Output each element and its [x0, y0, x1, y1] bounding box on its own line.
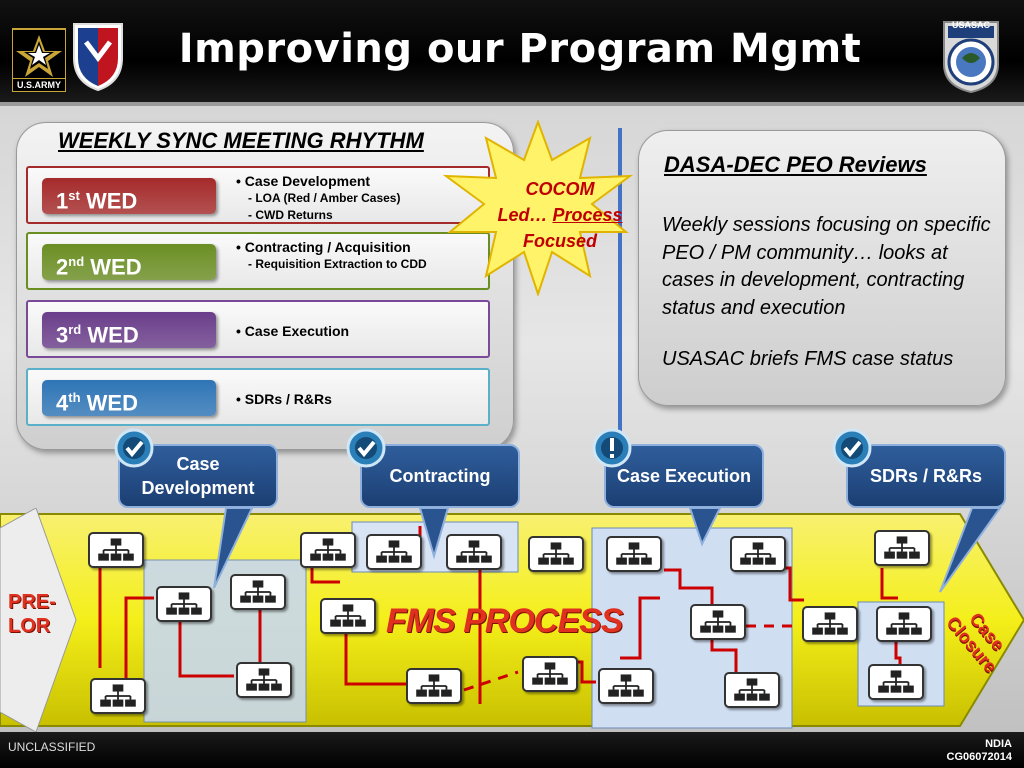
- week-subitem: - CWD Returns: [248, 208, 333, 222]
- week-label: WED: [87, 322, 139, 348]
- org-chart-icon: [156, 586, 212, 622]
- org-chart-icon: [88, 532, 144, 568]
- week-description: • Case Execution: [236, 322, 349, 340]
- week-badge: 2nd WED: [42, 244, 216, 280]
- week-num: 2: [56, 254, 69, 280]
- week-item: • Case Execution: [236, 323, 350, 339]
- week-description: • Case Development - LOA (Red / Amber Cas…: [236, 172, 400, 224]
- fms-process-label: FMS PROCESS: [386, 602, 623, 640]
- footer-org-name: NDIA: [985, 738, 1012, 750]
- cocom-line2b: Process: [552, 205, 623, 225]
- org-chart-icon: [230, 574, 286, 610]
- week-row: 3rd WED • Case Execution: [26, 300, 490, 358]
- week-label: WED: [90, 254, 142, 280]
- week-item-text: SDRs / R&Rs: [244, 391, 332, 407]
- check-icon: [832, 428, 872, 468]
- case-development-callout[interactable]: Case Development: [118, 444, 278, 508]
- rhythm-title: WEEKLY SYNC MEETING RHYTHM: [58, 128, 424, 153]
- check-icon: [346, 428, 386, 468]
- contracting-callout-text: Contracting: [389, 466, 491, 486]
- org-chart-icon: [606, 536, 662, 572]
- exclamation-icon: [592, 428, 632, 468]
- case-execution-callout[interactable]: Case Execution: [604, 444, 764, 508]
- org-chart-icon: [690, 604, 746, 640]
- usasac-seal-label: USASAC: [951, 20, 990, 30]
- army-logo-text: U.S.ARMY: [12, 78, 66, 92]
- week-badge: 1st WED: [42, 178, 216, 214]
- week-item-text: Case Development: [244, 173, 371, 189]
- org-chart-icon: [90, 678, 146, 714]
- org-chart-icon: [876, 606, 932, 642]
- connector-line: [618, 128, 622, 454]
- org-chart-icon: [236, 662, 292, 698]
- peo-body: Weekly sessions focusing on specific PEO…: [662, 214, 991, 319]
- week-item: • Case Development: [236, 173, 371, 189]
- org-chart-icon: [300, 532, 356, 568]
- org-chart-icon: [730, 536, 786, 572]
- case-development-callout-text: Case Development: [141, 454, 255, 498]
- week-suffix: th: [68, 390, 81, 405]
- contracting-callout[interactable]: Contracting: [360, 444, 520, 508]
- week-row: 2nd WED • Contracting / Acquisition - Requ…: [26, 232, 490, 290]
- classification-label: UNCLASSIFIED: [8, 740, 96, 754]
- week-num: 3: [56, 322, 69, 348]
- header-bar: [0, 0, 1024, 106]
- usasac-seal-icon: [943, 21, 999, 94]
- cocom-starburst: [442, 120, 634, 296]
- week-row: 4th WED • SDRs / R&Rs: [26, 368, 490, 426]
- org-chart-icon: [868, 664, 924, 700]
- org-chart-icon: [802, 606, 858, 642]
- peo-title: DASA-DEC PEO Reviews: [664, 152, 927, 177]
- check-icon: [114, 428, 154, 468]
- week-label: WED: [86, 390, 138, 416]
- week-badge: 3rd WED: [42, 312, 216, 348]
- week-badge: 4th WED: [42, 380, 216, 416]
- army-star-logo: [12, 28, 66, 86]
- pre-lor-label: PRE- LOR: [8, 590, 56, 638]
- week-suffix: nd: [68, 254, 85, 269]
- cocom-line2: Led… Process: [470, 202, 650, 228]
- week-item-text: Case Execution: [244, 323, 350, 339]
- peo-panel: [638, 130, 1006, 406]
- week-num: 4: [56, 390, 69, 416]
- pre-lor-line1: PRE-: [8, 591, 56, 613]
- week-label: WED: [85, 188, 138, 214]
- org-chart-icon: [522, 656, 578, 692]
- week-description: • SDRs / R&Rs: [236, 390, 332, 408]
- footer-org-code: CG06072014: [946, 751, 1012, 763]
- week-subitem: - LOA (Red / Amber Cases): [248, 191, 401, 205]
- org-chart-icon: [366, 534, 422, 570]
- pre-lor-line2: LOR: [8, 615, 51, 637]
- week-suffix: st: [68, 188, 80, 203]
- week-subitem: - Requisition Extraction to CDD: [248, 257, 427, 271]
- org-chart-icon: [446, 534, 502, 570]
- peo-brief: USASAC briefs FMS case status: [662, 348, 954, 370]
- cocom-line2a: Led…: [497, 205, 553, 225]
- sdrs-callout[interactable]: SDRs / R&Rs: [846, 444, 1006, 508]
- footer-bar: [0, 732, 1024, 768]
- sdrs-callout-text: SDRs / R&Rs: [869, 466, 983, 486]
- org-chart-icon: [406, 668, 462, 704]
- case-execution-callout-text: Case Execution: [616, 466, 752, 486]
- org-chart-icon: [724, 672, 780, 708]
- org-chart-icon: [528, 536, 584, 572]
- footer-org: NDIA CG06072014: [947, 738, 1012, 764]
- week-suffix: rd: [68, 322, 82, 337]
- cocom-callout: COCOM Led… Process Focused: [470, 176, 650, 254]
- week-num: 1: [56, 188, 69, 214]
- week-description: • Contracting / Acquisition - Requisition…: [236, 238, 427, 273]
- org-chart-icon: [598, 668, 654, 704]
- week-item-text: Contracting / Acquisition: [244, 239, 411, 255]
- cocom-line1: COCOM: [525, 179, 595, 199]
- week-item: • Contracting / Acquisition: [236, 239, 411, 255]
- amc-shield-icon: [73, 23, 123, 92]
- week-row: 1st WED • Case Development - LOA (Red / Am…: [26, 166, 490, 224]
- week-item: • SDRs / R&Rs: [236, 391, 332, 407]
- org-chart-icon: [320, 598, 376, 634]
- org-chart-icon: [874, 530, 930, 566]
- cocom-line3: Focused: [522, 231, 597, 251]
- page-title: Improving our Program Mgmt: [178, 26, 862, 72]
